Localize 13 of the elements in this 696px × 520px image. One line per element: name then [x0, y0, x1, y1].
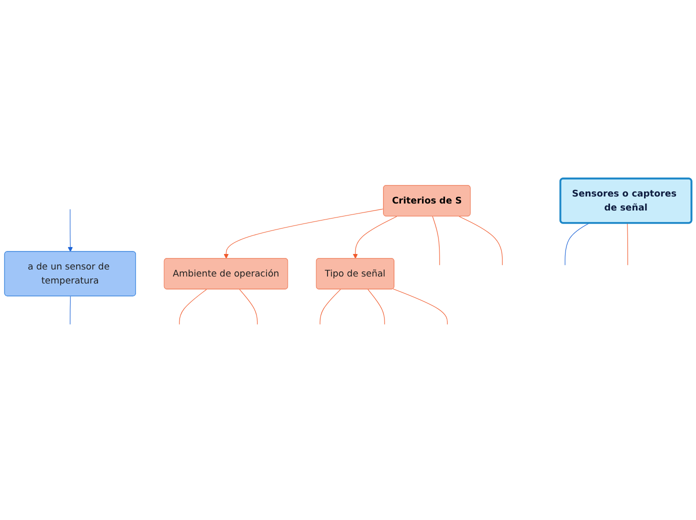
connector: [564, 222, 590, 266]
arrow: [224, 208, 384, 259]
connector: [70, 296, 71, 325]
arrow: [68, 208, 73, 252]
connector: [432, 216, 440, 266]
connector: [392, 288, 448, 325]
connector: [627, 222, 628, 266]
connector: [320, 289, 341, 325]
arrow: [352, 216, 398, 259]
connector: [179, 289, 207, 325]
connector: [368, 289, 385, 325]
connector: [239, 289, 258, 325]
connector: [458, 216, 503, 266]
